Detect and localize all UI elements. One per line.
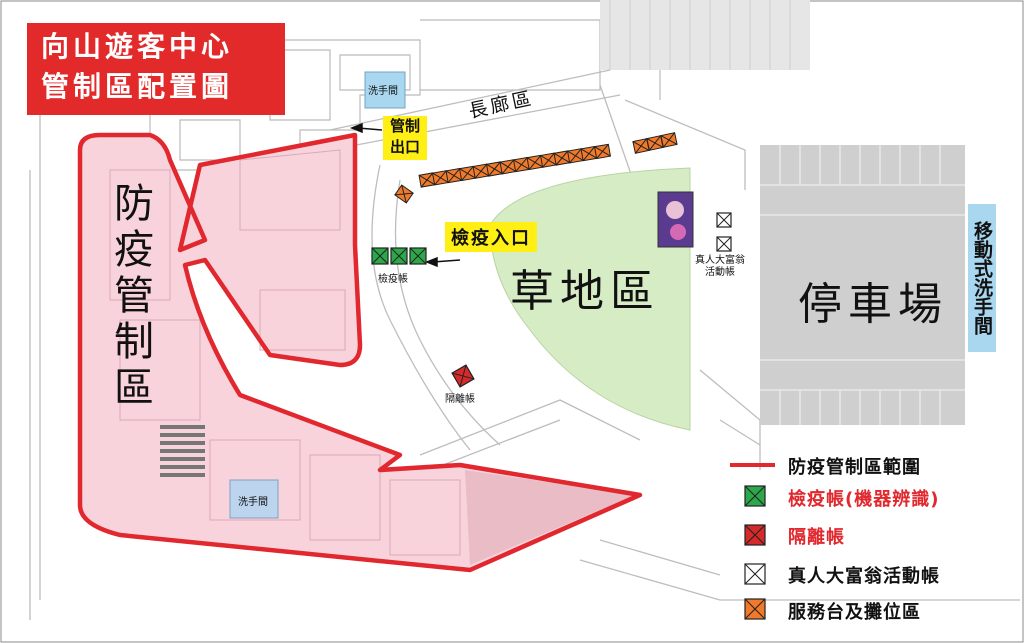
exit-label: 管制 出口 <box>383 116 427 160</box>
restroom-bottom-box <box>229 479 279 519</box>
service-booth <box>445 167 463 184</box>
monopoly-label-line-1: 真人大富翁 <box>695 255 745 266</box>
service-booth <box>646 135 664 151</box>
restroom-top-label: 洗手間 <box>368 86 398 97</box>
service-booth <box>580 145 598 162</box>
control-zone-fill <box>80 135 640 570</box>
service-booth <box>512 156 531 173</box>
legend-text-2: 隔離帳 <box>788 527 845 548</box>
service-booth <box>458 165 477 182</box>
service-booth-row <box>394 132 678 204</box>
hatched-block <box>600 0 810 70</box>
service-booth <box>593 143 612 160</box>
parking-label: 停車場 <box>798 279 948 330</box>
service-booth <box>472 163 490 179</box>
board-decoration-2 <box>670 224 686 240</box>
grass-area-label: 草地區 <box>510 266 660 317</box>
isolation-tent-label: 隔離帳 <box>445 394 475 405</box>
isolation-tent <box>451 364 475 388</box>
legend-text-1: 檢疫帳(機器辨識) <box>788 489 940 510</box>
map-title-line-2: 管制區配置圖 <box>41 70 234 103</box>
exit-label-line-2: 出口 <box>389 138 420 156</box>
legend-text-0: 防疫管制區範圍 <box>788 457 921 478</box>
exit-label-line-1: 管制 <box>389 117 420 135</box>
service-booth <box>394 184 414 204</box>
legend-symbols <box>730 463 775 620</box>
service-booth <box>431 170 450 186</box>
service-booth <box>632 138 650 154</box>
quarantine-tents <box>371 247 427 265</box>
restroom-top-box <box>364 71 406 109</box>
auditorium-seats <box>160 425 205 477</box>
monopoly-tent-label: 真人大富翁 活動帳 <box>695 255 745 279</box>
parking-lot <box>760 145 965 425</box>
hatch-lines <box>609 0 791 70</box>
grass-area-shape <box>489 167 691 431</box>
service-booth <box>660 132 678 148</box>
restroom-bottom-label: 洗手間 <box>238 497 268 508</box>
legend-text-3: 真人大富翁活動帳 <box>788 566 940 587</box>
control-zone-boundary <box>77 132 643 573</box>
mobile-restroom-tag: 移動式洗手間 <box>968 204 996 352</box>
legend-text-4: 服務台及攤位區 <box>788 602 921 623</box>
entrance-label: 檢疫入口 <box>445 222 537 252</box>
monopoly-label-line-2: 活動帳 <box>705 267 735 278</box>
monopoly-tents <box>716 212 732 252</box>
map-title-box: 向山遊客中心 管制區配置圖 <box>27 23 285 115</box>
board-decoration-1 <box>666 201 684 219</box>
control-zone-label: 防疫管制區 <box>107 182 153 412</box>
service-booth <box>539 152 558 168</box>
interior-outlines <box>109 149 461 556</box>
road-lines <box>29 60 1020 620</box>
map-title-line-1: 向山遊客中心 <box>41 30 234 63</box>
service-booth <box>499 159 517 175</box>
hatched-zone <box>465 470 635 565</box>
quarantine-tent-label: 檢疫帳 <box>378 274 408 285</box>
arrows <box>349 122 461 268</box>
service-booth <box>566 148 585 164</box>
parking-stall-lines <box>760 145 965 425</box>
service-booth <box>485 161 504 177</box>
